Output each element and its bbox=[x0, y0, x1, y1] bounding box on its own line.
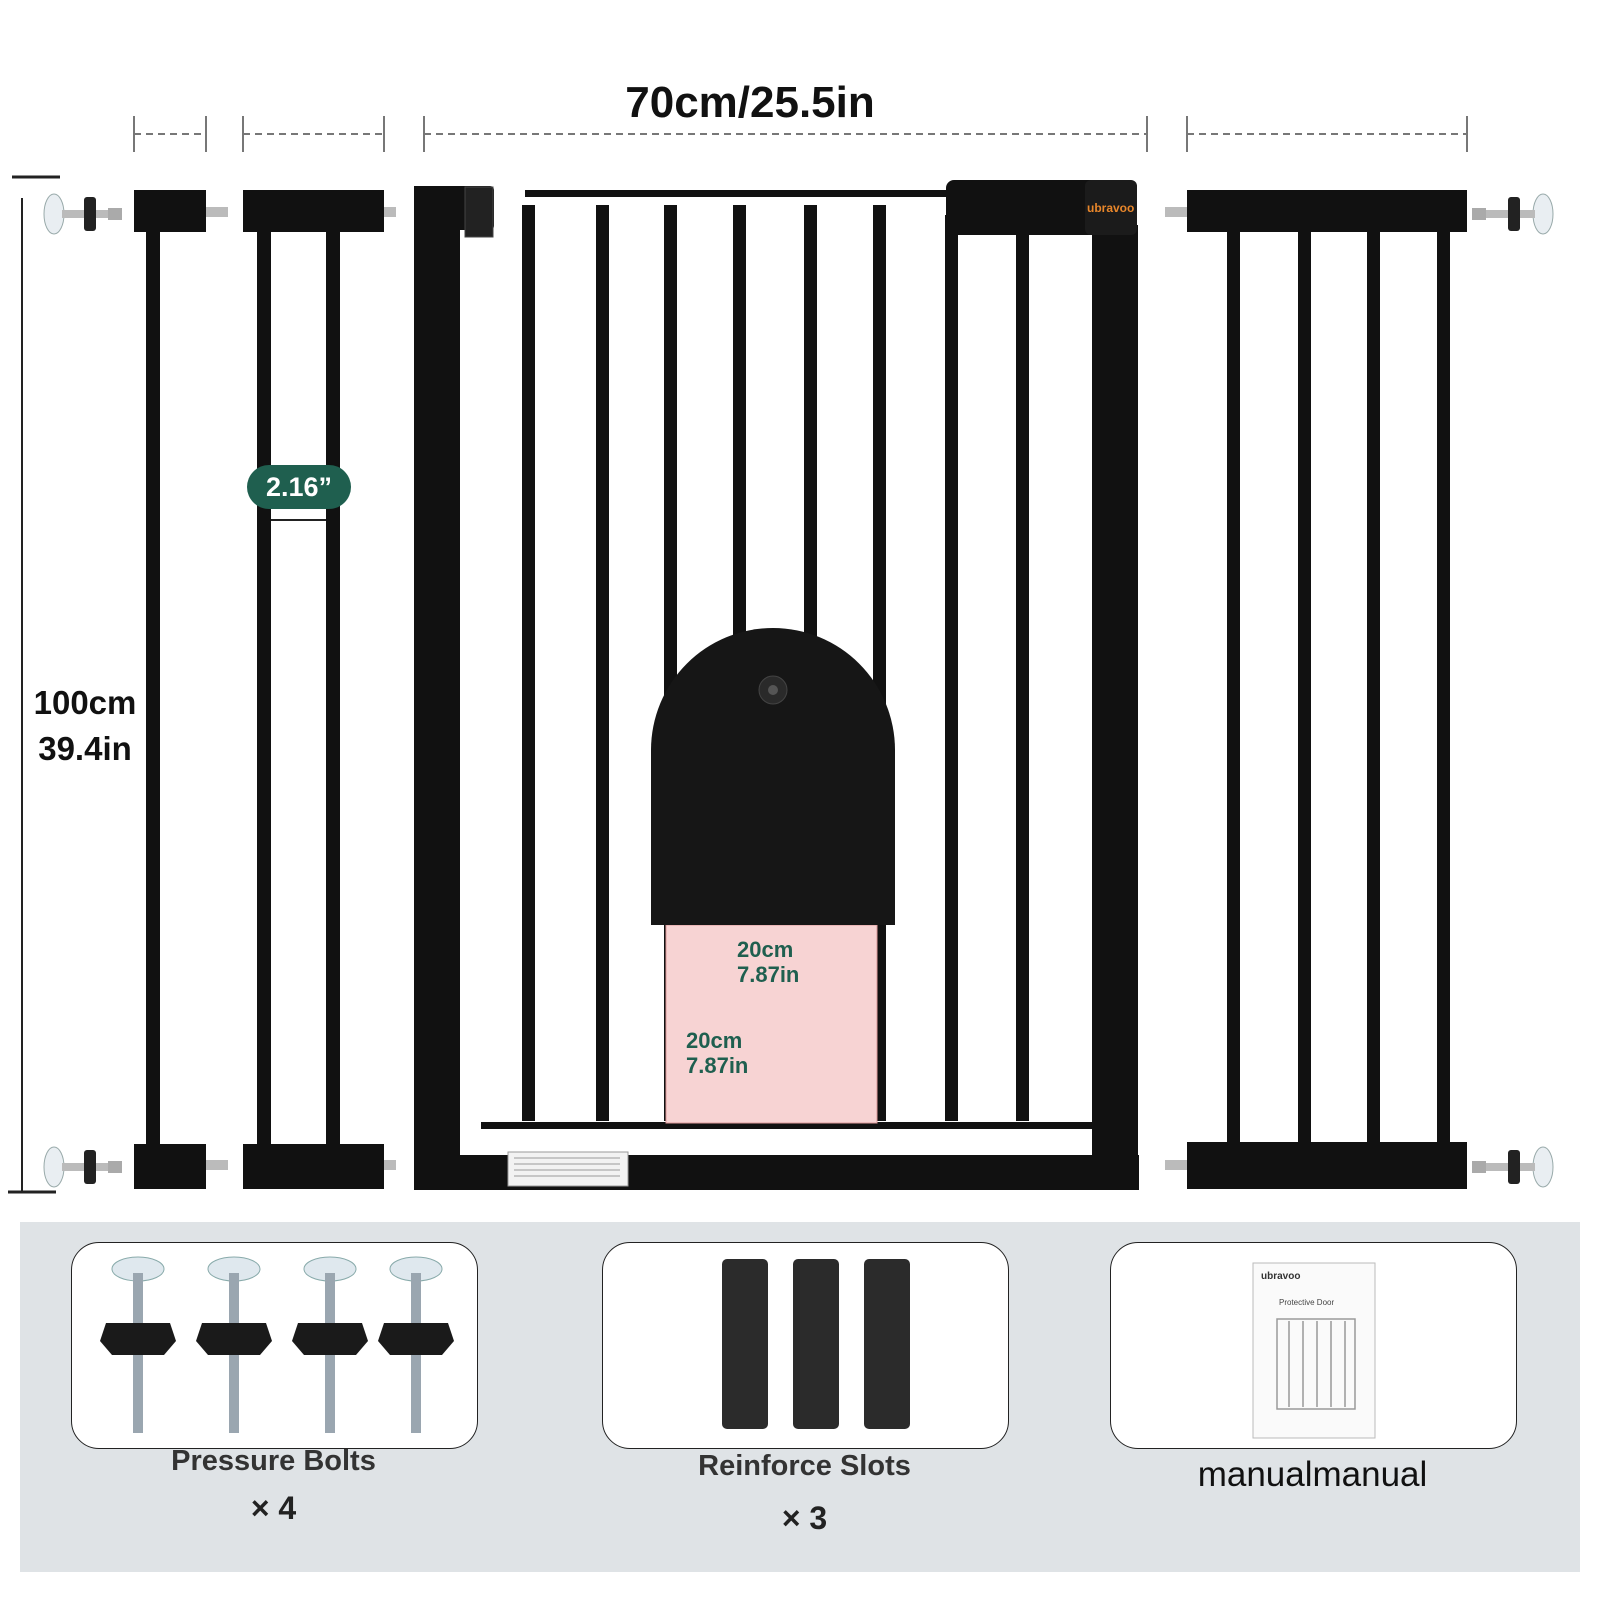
product-illustration: ubravoo bbox=[8, 116, 1554, 1194]
height-cm: 100cm bbox=[33, 684, 137, 721]
product-label-sticker bbox=[507, 1151, 629, 1187]
gate-main-frame bbox=[414, 180, 1139, 1190]
dimension-lines-top bbox=[133, 116, 1468, 152]
pressure-knob-icon bbox=[43, 193, 122, 235]
reinforce-slots-card bbox=[602, 1242, 1009, 1449]
pressure-bolts-card bbox=[71, 1242, 478, 1449]
bar-spacing-badge: 2.16” bbox=[247, 465, 351, 509]
manual-card: ubravoo Protective Door bbox=[1110, 1242, 1517, 1449]
reinforce-slots-quantity: × 3 bbox=[781, 1500, 828, 1536]
pressure-knob-icon bbox=[1472, 193, 1554, 235]
height-in: 39.4in bbox=[38, 730, 132, 767]
pressure-bolts-icon bbox=[100, 1256, 454, 1433]
manual-label: manualmanual bbox=[1197, 1455, 1428, 1494]
extension-panel-small bbox=[134, 190, 228, 1189]
pressure-knob-icon bbox=[1472, 1146, 1554, 1188]
reinforce-slots-icon bbox=[722, 1259, 910, 1429]
height-dimension-line bbox=[8, 175, 60, 1194]
opening-width-cm: 20cm bbox=[737, 937, 794, 962]
manual-booklet-icon: ubravoo Protective Door bbox=[1252, 1262, 1376, 1439]
opening-width-label: 20cm 7.87in bbox=[737, 937, 799, 987]
reinforce-slots-label: Reinforce Slots bbox=[698, 1450, 911, 1482]
opening-height-cm: 20cm bbox=[686, 1028, 743, 1053]
manual-brand: ubravoo bbox=[1261, 1271, 1300, 1282]
pressure-bolts-label: Pressure Bolts bbox=[171, 1445, 376, 1477]
opening-width-in: 7.87in bbox=[737, 962, 800, 987]
pet-door-flap bbox=[651, 628, 895, 925]
brand-logo: ubravoo bbox=[1087, 201, 1134, 215]
extension-panel-large bbox=[1165, 190, 1467, 1189]
extension-panel-medium bbox=[243, 190, 396, 1189]
pressure-knob-icon bbox=[43, 1146, 122, 1188]
opening-height-label: 20cm 7.87in bbox=[686, 1028, 748, 1078]
pressure-bolts-quantity: × 4 bbox=[250, 1490, 297, 1526]
gate-width-label: 70cm/25.5in bbox=[625, 78, 875, 127]
opening-height-in: 7.87in bbox=[686, 1053, 749, 1078]
manual-title: Protective Door bbox=[1279, 1298, 1334, 1307]
gate-height-label: 100cm 39.4in bbox=[20, 680, 150, 772]
